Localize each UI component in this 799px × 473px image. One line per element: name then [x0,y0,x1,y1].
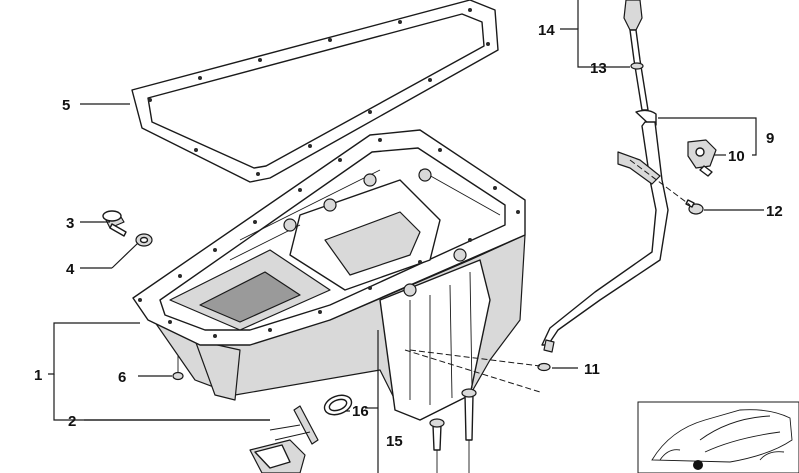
dipstick-part [623,0,649,111]
callout-1: 1 [34,367,42,384]
callout-6: 6 [118,369,126,386]
callout-13: 14 [538,22,555,39]
callout-10: 10 [728,148,745,165]
tube-bolt-part [685,199,704,215]
bolt-part [172,355,184,381]
seal-ring-part [135,233,153,247]
gasket-part [131,0,499,183]
o-ring-part [323,394,353,416]
callout-5: 5 [62,97,70,114]
dipstick-seal-part [630,62,644,70]
callout-9: 9 [766,130,774,147]
callout-4: 4 [66,261,75,278]
callout-14: 13 [590,60,607,77]
oil-pan-part [132,129,526,421]
leader-lines [48,0,764,473]
callout-11: 11 [584,361,600,378]
callout-3: 3 [66,215,74,232]
bracket-clip-part [687,139,717,177]
oil-pickup-part [249,405,319,473]
tube-seal-part [537,362,551,372]
callout-12: 12 [766,203,783,220]
car-location-thumbnail-icon [637,401,799,473]
long-bolts-part [429,388,477,473]
callout-15: 15 [386,433,403,450]
callout-labels: 5 3 4 1 6 2 16 15 14 13 9 10 12 11 [34,22,783,450]
dipstick-tube-part [541,109,669,353]
callout-16: 16 [352,403,369,420]
callout-2: 2 [68,413,76,430]
drain-plug-part [102,210,127,237]
